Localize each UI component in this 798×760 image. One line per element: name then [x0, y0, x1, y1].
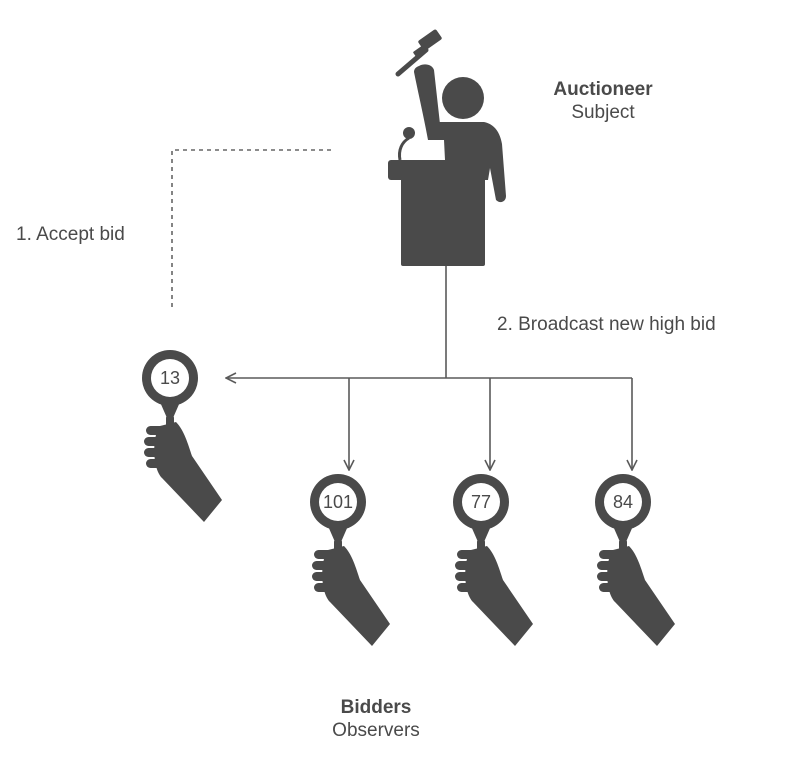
- paddle-number: 77: [471, 492, 491, 512]
- broadcast-label: 2. Broadcast new high bid: [497, 314, 716, 335]
- paddle-number: 84: [613, 492, 633, 512]
- bidder-13: 13: [142, 350, 222, 522]
- paddle-number: 101: [323, 492, 353, 512]
- paddle-hand-icon: [595, 474, 675, 646]
- auctioneer-label: Auctioneer Subject: [523, 78, 683, 124]
- paddle-hand-icon: [453, 474, 533, 646]
- auctioneer-title: Auctioneer: [553, 79, 653, 100]
- auctioneer-icon: [388, 29, 506, 266]
- paddle-hand-icon: [142, 350, 222, 522]
- bidders-label: Bidders Observers: [296, 696, 456, 742]
- paddle-number: 13: [160, 368, 180, 388]
- accept-bid-dashed-line: [171, 149, 331, 308]
- bidders-title: Bidders: [340, 697, 412, 718]
- bidder-77: 77: [453, 474, 533, 646]
- bidders-subtitle: Observers: [332, 720, 420, 741]
- broadcast-connectors: [226, 266, 632, 470]
- accept-bid-label: 1. Accept bid: [16, 224, 125, 245]
- bidder-84: 84: [595, 474, 675, 646]
- auctioneer-subtitle: Subject: [571, 102, 635, 123]
- bidder-101: 101: [310, 474, 390, 646]
